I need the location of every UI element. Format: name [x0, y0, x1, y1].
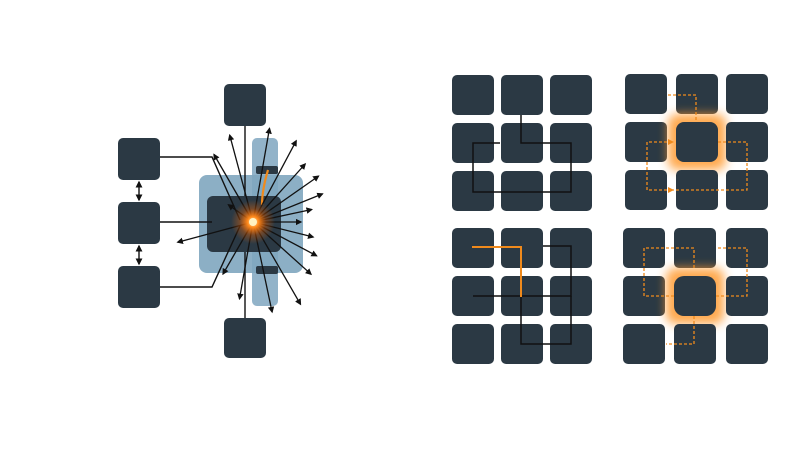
node-left-middle [118, 202, 160, 244]
grid-a [452, 75, 592, 211]
connector-left-bottom [160, 225, 241, 288]
grid-d-path-segment [716, 247, 748, 297]
grid-b-tile [726, 122, 768, 162]
node-bottom [224, 318, 266, 358]
grid-b-arrowhead [668, 139, 674, 145]
grid-d-tile [623, 324, 665, 364]
grid-d-tile [726, 228, 768, 268]
left-diagram [118, 84, 324, 358]
left-connectors [135, 126, 246, 318]
grid-b-tile [726, 74, 768, 114]
node-left-bottom [118, 266, 160, 308]
panel-tab-bottom [256, 266, 278, 274]
right-diagram [452, 74, 768, 364]
grid-a-tile [452, 75, 494, 115]
grid-d-tile [726, 324, 768, 364]
grid-d-path-segment [666, 316, 695, 345]
node-left-top [118, 138, 160, 180]
grid-c-tile [452, 324, 494, 364]
grid-b-path-segment [668, 94, 697, 122]
grid-d-tile [674, 228, 716, 268]
grid-d-tile [674, 324, 716, 364]
grid-d-path [643, 247, 748, 345]
grid-b-path [646, 94, 748, 191]
grid-b-path-segment [646, 141, 672, 191]
grid-b [625, 74, 768, 210]
node-top [224, 84, 266, 126]
grid-a-path [472, 115, 572, 193]
grid-b-tile-center [676, 122, 718, 162]
core-spark [249, 218, 257, 226]
grid-b-arrowhead [668, 187, 674, 193]
grid-b-path-segment [672, 141, 748, 191]
grid-a-tile [501, 171, 543, 211]
grid-c-path-accent [472, 246, 522, 297]
grid-d-path-segment [643, 247, 695, 297]
grid-b-tile [625, 74, 667, 114]
connector-left-top [160, 156, 241, 221]
grid-b-tile [676, 74, 718, 114]
grid-c [452, 228, 592, 364]
grid-a-tile [550, 75, 592, 115]
grid-d-tile-center [674, 276, 716, 316]
grid-d [623, 228, 768, 364]
grid-b-tile [625, 170, 667, 210]
grid-c-path-dark [520, 296, 572, 345]
grid-b-tile [625, 122, 667, 162]
grid-a-tile [501, 75, 543, 115]
